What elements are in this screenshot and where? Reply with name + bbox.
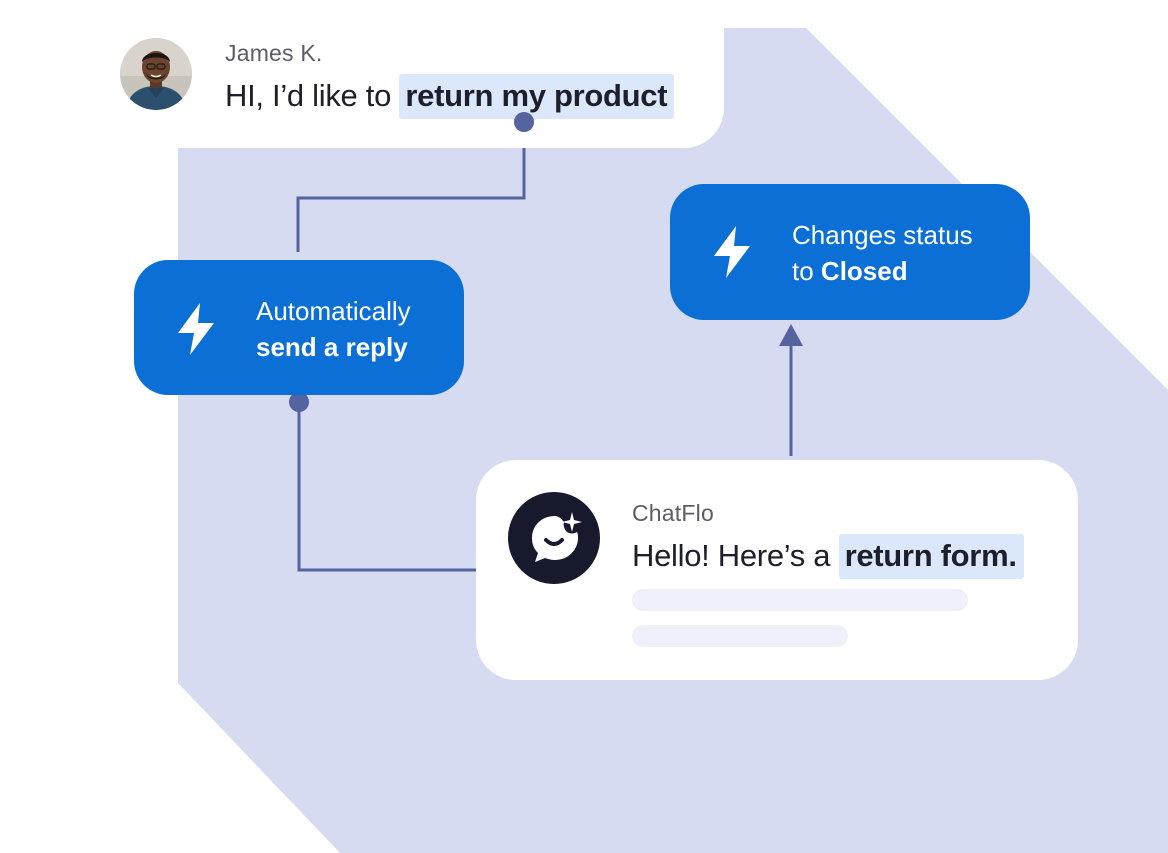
customer-message-highlight: return my product (399, 74, 675, 119)
connector-reply-to-bot (297, 402, 478, 572)
arrowhead-up-icon (779, 324, 803, 346)
skeleton-line-2 (632, 625, 848, 647)
customer-message-plain: HI, I’d like to (225, 78, 400, 113)
automation-send-reply-box[interactable]: Automatically send a reply (134, 260, 464, 395)
chatflo-logo (508, 492, 600, 584)
bot-message-text: Hello! Here’s a return form. (632, 534, 1024, 579)
automation-reply-line1: Automatically (256, 296, 411, 326)
automation-reply-line2: send a reply (256, 332, 408, 362)
chatflo-logo-icon (532, 512, 582, 562)
customer-avatar (120, 38, 192, 110)
bot-name: ChatFlo (632, 500, 714, 526)
connector-message-to-reply (296, 122, 526, 252)
skeleton-line-1 (632, 589, 968, 611)
bot-message-plain: Hello! Here’s a (632, 538, 839, 573)
avatar-icon (120, 38, 192, 110)
lightning-bolt-icon (178, 303, 214, 355)
customer-message-text: HI, I’d like to return my product (225, 74, 675, 119)
automation-change-status-box[interactable]: Changes status to Closed (670, 184, 1030, 320)
automation-status-line2-plain: to (792, 256, 821, 286)
customer-name: James K. (225, 40, 323, 66)
automation-status-line1: Changes status (792, 220, 973, 250)
automation-status-line2: to Closed (792, 253, 973, 289)
lightning-bolt-icon (714, 226, 750, 278)
automation-status-closed: Closed (820, 256, 908, 286)
automation-status-text: Changes status to Closed (792, 217, 973, 289)
bot-message-highlight: return form. (838, 534, 1024, 579)
automation-reply-text: Automatically send a reply (256, 293, 411, 365)
